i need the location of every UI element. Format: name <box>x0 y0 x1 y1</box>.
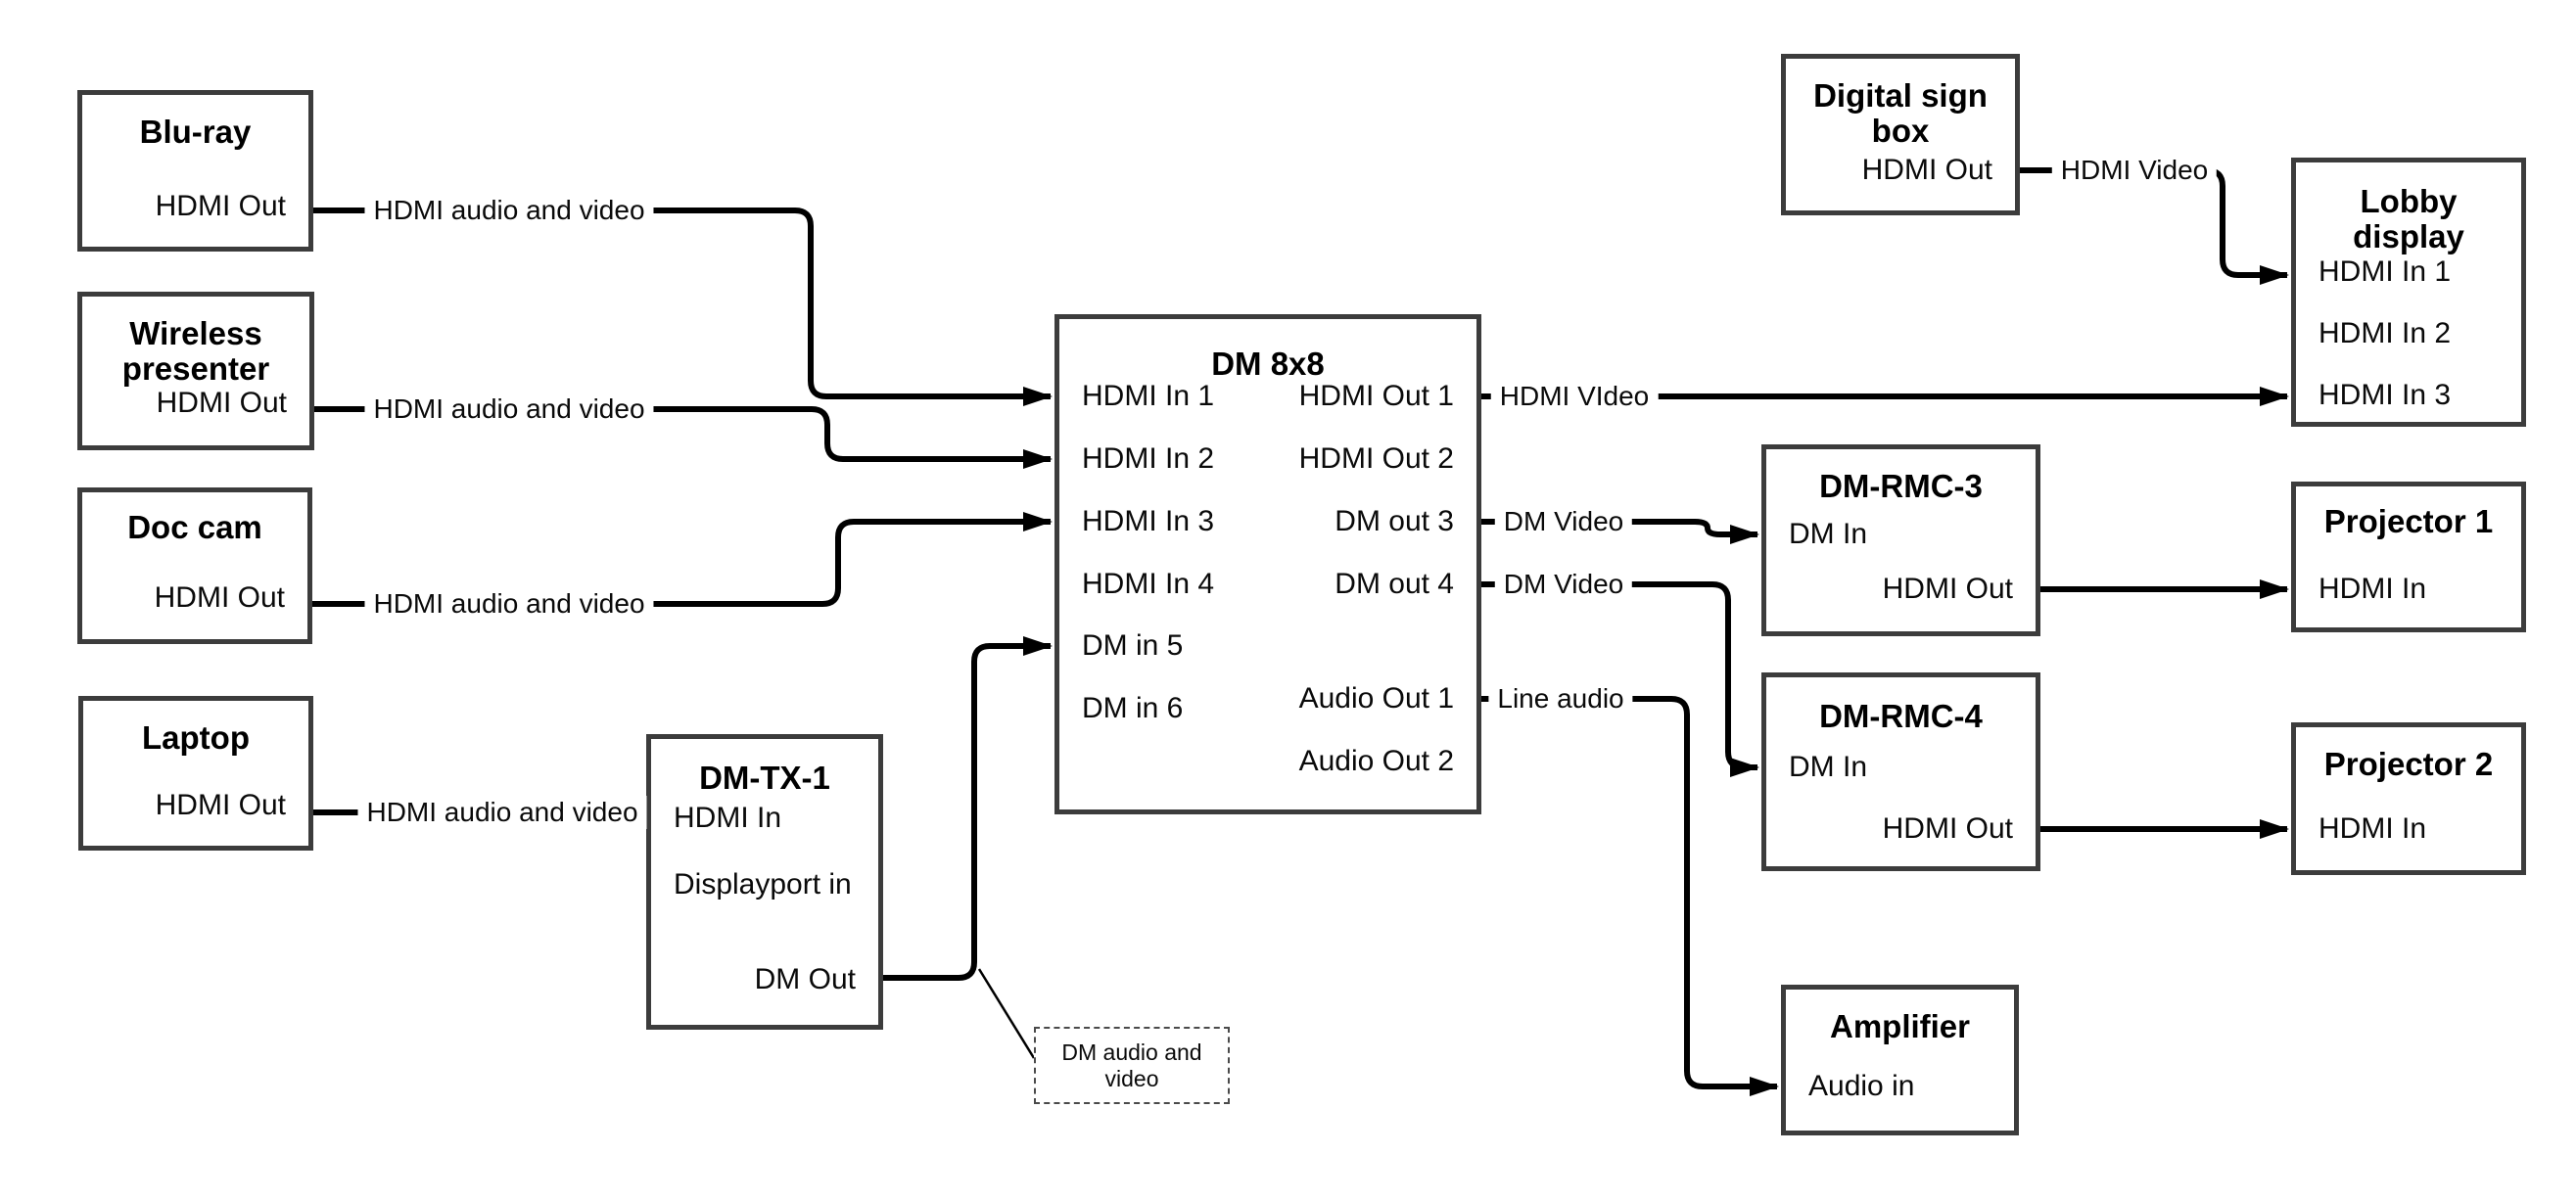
edge-label-digitalsign-to-lobby: HDMI Video <box>2051 154 2218 187</box>
port-dmtx1-hdmi-in: HDMI In <box>674 802 782 834</box>
edge-label-dm8x8-to-dmrmc4: DM Video <box>1494 568 1633 601</box>
edge-doccam-to-dm8x8 <box>312 512 1053 607</box>
edge-label-dm8x8-to-amp: Line audio <box>1488 682 1633 716</box>
node-title-dmrmc3: DM-RMC-3 <box>1819 468 1983 504</box>
port-dm8x8-hdmi-out-1: HDMI Out 1 <box>1298 380 1454 412</box>
node-lobby: Lobby display <box>2291 158 2526 427</box>
port-lobby-hdmi-in-1: HDMI In 1 <box>2318 255 2452 288</box>
node-amp: Amplifier <box>1781 985 2019 1135</box>
node-proj2: Projector 2 <box>2291 722 2526 875</box>
node-dmrmc3: DM-RMC-3 <box>1761 444 2040 636</box>
edge-dm8x8-to-amp <box>1479 696 1779 1096</box>
port-lobby-hdmi-in-3: HDMI In 3 <box>2318 379 2452 411</box>
port-dm8x8-dm-out-4: DM out 4 <box>1335 568 1454 600</box>
node-doccam: Doc cam <box>77 487 312 644</box>
node-title-lobby: Lobby display <box>2353 183 2464 254</box>
node-title-proj2: Projector 2 <box>2323 746 2494 782</box>
edge-label-doccam-to-dm8x8: HDMI audio and video <box>364 587 654 621</box>
port-bluray-hdmi-out: HDMI Out <box>155 190 286 222</box>
port-doccam-hdmi-out: HDMI Out <box>154 581 285 614</box>
node-dmtx1: DM-TX-1 <box>646 734 883 1030</box>
port-dmrmc3-hdmi-out: HDMI Out <box>1882 573 2013 605</box>
node-proj1: Projector 1 <box>2291 482 2526 632</box>
edge-label-bluray-to-dm8x8: HDMI audio and video <box>364 194 654 227</box>
node-title-amp: Amplifier <box>1829 1008 1971 1044</box>
node-title-proj1: Projector 1 <box>2323 503 2494 539</box>
port-dm8x8-hdmi-in-2: HDMI In 2 <box>1082 442 1215 475</box>
port-dm8x8-hdmi-in-1: HDMI In 1 <box>1082 380 1215 412</box>
node-bluray: Blu-ray <box>77 90 313 252</box>
port-dm8x8-dm-in-5: DM in 5 <box>1082 629 1184 662</box>
node-title-laptop: Laptop <box>142 719 250 756</box>
node-laptop: Laptop <box>78 696 313 851</box>
node-digitalsign: Digital sign box <box>1781 54 2020 215</box>
port-dmrmc4-hdmi-out: HDMI Out <box>1882 812 2013 845</box>
port-wireless-hdmi-out: HDMI Out <box>156 387 287 419</box>
edge-label-dm8x8-to-dmrmc3: DM Video <box>1494 505 1633 538</box>
port-dm8x8-hdmi-out-2: HDMI Out 2 <box>1298 442 1454 475</box>
port-dm8x8-hdmi-in-4: HDMI In 4 <box>1082 568 1215 600</box>
node-title-doccam: Doc cam <box>127 509 262 545</box>
port-proj1-hdmi-in: HDMI In <box>2318 573 2427 605</box>
port-laptop-hdmi-out: HDMI Out <box>155 789 286 821</box>
edge-label-wireless-to-dm8x8: HDMI audio and video <box>364 393 654 426</box>
node-dmrmc4: DM-RMC-4 <box>1761 672 2040 871</box>
node-title-dmtx1: DM-TX-1 <box>699 760 830 796</box>
node-title-wireless: Wireless presenter <box>121 315 270 387</box>
port-digitalsign-hdmi-out: HDMI Out <box>1861 154 1992 186</box>
port-dm8x8-dm-out-3: DM out 3 <box>1335 505 1454 537</box>
port-dm8x8-dm-in-6: DM in 6 <box>1082 692 1184 724</box>
port-dm8x8-hdmi-in-3: HDMI In 3 <box>1082 505 1215 537</box>
node-title-dmrmc4: DM-RMC-4 <box>1819 698 1983 734</box>
port-lobby-hdmi-in-2: HDMI In 2 <box>2318 317 2452 349</box>
port-dmtx1-dm-out: DM Out <box>754 963 856 995</box>
edge-label-dm8x8-to-lobby: HDMI VIdeo <box>1490 380 1659 413</box>
node-dm8x8: DM 8x8 <box>1054 314 1481 814</box>
note-leader-line <box>977 968 1036 1059</box>
edge-dm8x8-to-dmrmc4 <box>1479 581 1759 777</box>
edge-dm8x8-to-dmrmc3 <box>1479 519 1759 544</box>
port-amp-audio-in: Audio in <box>1808 1070 1915 1102</box>
edge-bluray-to-dm8x8 <box>313 208 1053 406</box>
node-wireless: Wireless presenter <box>77 292 314 450</box>
edge-wireless-to-dm8x8 <box>313 406 1053 469</box>
port-dmrmc4-dm-in: DM In <box>1789 751 1868 783</box>
edge-dmtx1-to-dm8x8 <box>881 636 1053 981</box>
port-proj2-hdmi-in: HDMI In <box>2318 812 2427 845</box>
port-dm8x8-audio-out-1: Audio Out 1 <box>1298 682 1454 715</box>
port-dmtx1-displayport-in: Displayport in <box>674 868 852 901</box>
port-dm8x8-audio-out-2: Audio Out 2 <box>1298 745 1454 777</box>
node-title-bluray: Blu-ray <box>139 114 252 150</box>
port-dmrmc3-dm-in: DM In <box>1789 518 1868 550</box>
node-title-digitalsign: Digital sign box <box>1813 77 1988 149</box>
node-title-dm8x8: DM 8x8 <box>1211 346 1325 382</box>
edge-label-laptop-to-dmtx1: HDMI audio and video <box>357 796 647 829</box>
note-dm-audio-video: DM audio and video <box>1034 1027 1230 1104</box>
